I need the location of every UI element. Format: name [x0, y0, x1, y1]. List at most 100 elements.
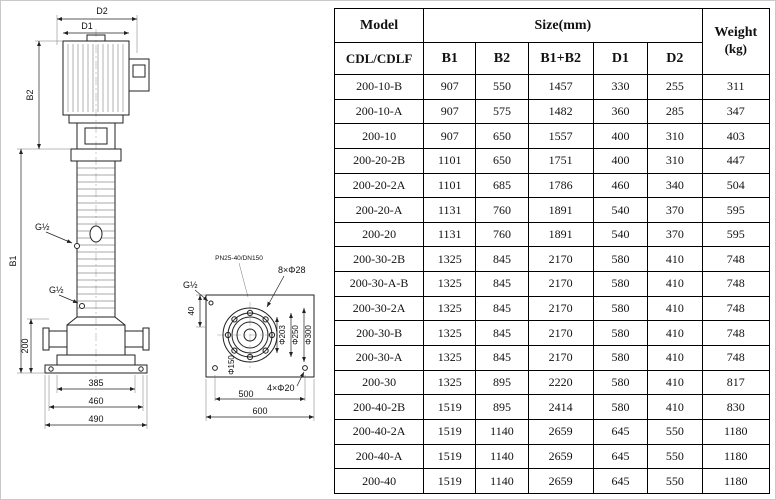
cell-value: 255 — [647, 74, 703, 100]
cell-value: 645 — [592, 468, 649, 494]
cell-value: 1140 — [475, 468, 529, 494]
dim-label-d2: D2 — [96, 6, 108, 16]
cell-model: 200-20-2A — [333, 172, 425, 199]
cell-value: 580 — [592, 394, 649, 420]
cell-value: 817 — [701, 369, 771, 396]
cell-value: 650 — [475, 123, 529, 149]
dim-label-600: 600 — [252, 406, 267, 416]
dim-label-200: 200 — [20, 338, 30, 353]
cell-value: 285 — [647, 98, 703, 125]
cell-value: 1131 — [423, 221, 477, 248]
cell-value: 760 — [475, 197, 529, 223]
cell-value: 1751 — [527, 147, 594, 174]
weight-label: Weight — [714, 25, 758, 40]
col-header-model-series: CDL/CDLF — [333, 42, 425, 75]
cell-model: 200-40 — [333, 468, 425, 494]
cell-value: 540 — [592, 221, 649, 248]
cell-value: 907 — [423, 74, 477, 100]
flange-view: PN25-40/DN150 8×Φ28 — [183, 255, 315, 421]
col-header-d2: D2 — [647, 42, 703, 75]
cell-value: 1325 — [423, 295, 477, 322]
cell-value: 447 — [701, 147, 771, 174]
dim-label-40: 40 — [187, 306, 196, 315]
dim-label-d1: D1 — [81, 21, 93, 31]
dim-label-500: 500 — [238, 389, 253, 399]
cell-value: 410 — [647, 295, 703, 322]
discharge-flange — [142, 327, 150, 351]
cell-value: 550 — [647, 418, 703, 445]
cell-value: 2414 — [527, 394, 594, 420]
cell-value: 1101 — [423, 172, 477, 199]
dim-label-385: 385 — [88, 378, 103, 388]
dim-label-490: 490 — [88, 414, 103, 424]
flange-bolt-holes — [224, 309, 276, 361]
cell-value: 2220 — [527, 369, 594, 396]
cell-value: 540 — [592, 197, 649, 223]
cell-value: 370 — [647, 221, 703, 248]
motor-fins — [67, 44, 124, 112]
weight-unit-label: (kg) — [724, 41, 747, 56]
cell-value: 1101 — [423, 147, 477, 174]
cell-value: 1482 — [527, 98, 594, 125]
cell-value: 580 — [592, 295, 649, 322]
cell-model: 200-20 — [333, 221, 425, 248]
cell-value: 2170 — [527, 320, 594, 347]
cell-value: 347 — [701, 98, 771, 125]
cell-value: 748 — [701, 320, 771, 347]
cell-value: 311 — [701, 74, 771, 100]
pump-drawing-area: D2 D1 — [1, 1, 335, 499]
cell-model: 200-30-A — [333, 345, 425, 371]
base-hole-right — [302, 365, 308, 371]
cell-value: 1519 — [423, 443, 477, 470]
cell-model: 200-30-A-B — [333, 271, 425, 297]
cell-value: 550 — [475, 74, 529, 100]
cell-value: 1325 — [423, 246, 477, 273]
cell-value: 1457 — [527, 74, 594, 100]
cell-value: 580 — [592, 345, 649, 371]
flange-spec-label: PN25-40/DN150 — [215, 255, 263, 262]
cell-value: 2170 — [527, 345, 594, 371]
spec-table-wrap: Model Size(mm) Weight (kg) CDL/CDLF B1 B… — [333, 8, 771, 494]
pump-technical-drawing: D2 D1 — [8, 6, 315, 429]
col-header-b1: B1 — [423, 42, 477, 75]
suction-pipe — [48, 330, 68, 348]
cell-value: 550 — [647, 443, 703, 470]
cell-model: 200-10 — [333, 123, 425, 149]
col-header-weight: Weight (kg) — [701, 8, 771, 75]
bolt8-label: 8×Φ28 — [278, 265, 305, 275]
cell-value: 1891 — [527, 197, 594, 223]
cell-value: 895 — [475, 394, 529, 420]
cell-value: 580 — [592, 271, 649, 297]
base-hole-left — [212, 365, 218, 371]
cell-value: 340 — [647, 172, 703, 199]
cell-value: 330 — [592, 74, 649, 100]
cell-value: 580 — [592, 246, 649, 273]
cell-value: 410 — [647, 345, 703, 371]
col-header-b1b2: B1+B2 — [527, 42, 594, 75]
cell-value: 1325 — [423, 369, 477, 396]
port-label-1: G½ — [35, 222, 50, 232]
dim-annotations-top: D2 D1 — [56, 6, 138, 53]
cell-value: 895 — [475, 369, 529, 396]
dim-label-phi203: Φ203 — [278, 325, 287, 345]
cell-model: 200-10-A — [333, 98, 425, 125]
cell-value: 645 — [592, 443, 649, 470]
cell-value: 400 — [592, 123, 649, 149]
stage-stack — [76, 160, 116, 318]
anchor-hole-left — [48, 366, 54, 372]
cell-value: 410 — [647, 320, 703, 347]
cell-value: 845 — [475, 345, 529, 371]
dim-label-phi150: Φ150 — [227, 355, 236, 375]
dim-annotations-bottom: 385 460 490 — [44, 375, 148, 429]
cell-value: 310 — [647, 123, 703, 149]
cell-value: 685 — [475, 172, 529, 199]
